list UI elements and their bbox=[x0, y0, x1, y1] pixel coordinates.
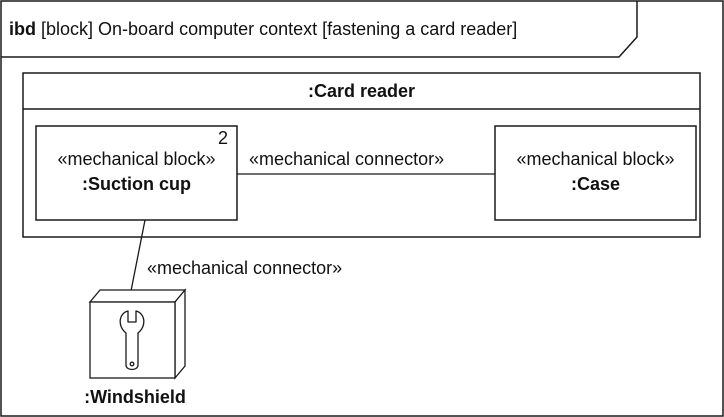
case-stereotype: «mechanical block» bbox=[516, 149, 675, 169]
wrench-icon bbox=[119, 310, 145, 371]
card-reader-block[interactable] bbox=[22, 72, 701, 238]
connector-bottom-label: «mechanical connector» bbox=[147, 258, 343, 278]
suction-cup-part[interactable] bbox=[35, 125, 238, 221]
suction-cup-name: :Suction cup bbox=[82, 174, 191, 194]
connector-suction-windshield[interactable] bbox=[129, 219, 146, 297]
case-part[interactable] bbox=[494, 125, 697, 221]
case-name: :Case bbox=[570, 174, 621, 194]
connector-top-label: «mechanical connector» bbox=[249, 149, 445, 169]
windshield-node[interactable] bbox=[88, 288, 187, 380]
frame-kind-label: ibd bbox=[9, 19, 36, 39]
card-reader-name: :Card reader bbox=[307, 81, 416, 101]
windshield-node-top bbox=[88, 289, 187, 303]
windshield-name: :Windshield bbox=[84, 387, 186, 407]
frame-header: ibd [block] On-board computer context [f… bbox=[9, 19, 517, 39]
windshield-node-side bbox=[174, 288, 186, 380]
suction-cup-multiplicity: 2 bbox=[218, 128, 229, 148]
suction-cup-stereotype: «mechanical block» bbox=[57, 149, 216, 169]
frame-title: [block] On-board computer context [faste… bbox=[41, 19, 518, 39]
frame-header-tab bbox=[1, 1, 638, 58]
windshield-node-face bbox=[89, 301, 176, 379]
